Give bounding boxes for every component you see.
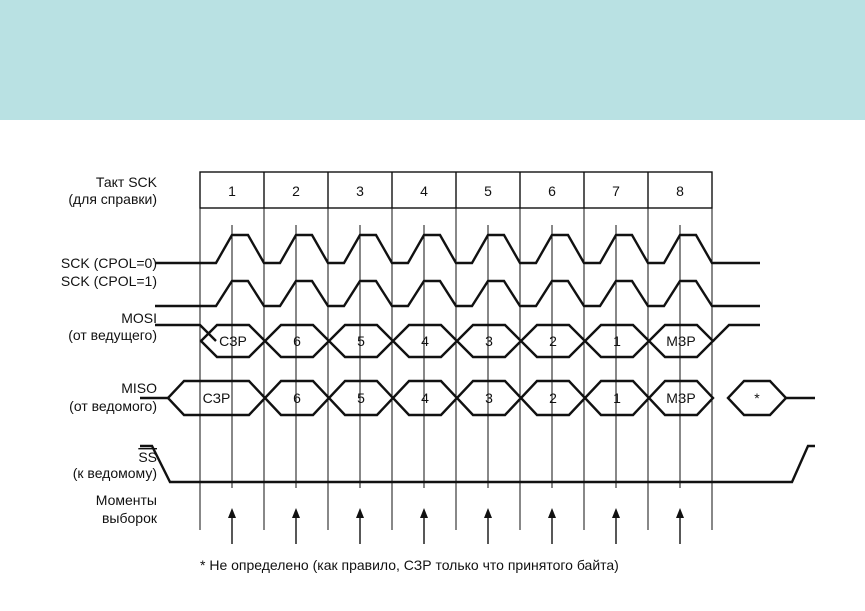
- label-miso-1: MISO: [121, 380, 157, 396]
- miso-waveform: СЗР 6 5 4 3 2 1 МЗР *: [140, 379, 815, 417]
- mosi-idle-start: [155, 323, 217, 342]
- mosi-bit-label: МЗР: [666, 333, 695, 349]
- sample-arrow-head-icon: [548, 508, 556, 518]
- miso-bit-label: 4: [421, 390, 429, 406]
- miso-bit-label: 5: [357, 390, 365, 406]
- row-labels: Такт SCK (для справки) SCK (CPOL=0) SCK …: [61, 174, 158, 526]
- sample-arrow-head-icon: [292, 508, 300, 518]
- label-mosi-1: MOSI: [121, 310, 157, 326]
- label-clock-ref-1: Такт SCK: [96, 174, 158, 190]
- clock-cycle-number: 5: [484, 183, 492, 199]
- clock-cycle-number: 4: [420, 183, 428, 199]
- header-band: [0, 0, 865, 120]
- miso-bit-label: 1: [613, 390, 621, 406]
- label-ss-2: (к ведомому): [73, 465, 157, 481]
- mosi-bit-label: 3: [485, 333, 493, 349]
- clock-cycle-number: 7: [612, 183, 620, 199]
- mosi-bit-label: 6: [293, 333, 301, 349]
- sample-arrow-head-icon: [484, 508, 492, 518]
- ss-waveform: [140, 444, 815, 484]
- clock-cycle-number: 1: [228, 183, 236, 199]
- mosi-idle-end: [712, 323, 760, 342]
- sample-arrow-head-icon: [420, 508, 428, 518]
- sample-arrows: [228, 508, 684, 544]
- miso-bit-label: СЗР: [203, 390, 231, 406]
- clock-reference-boxes: 1 2 3 4 5 6 7 8: [199, 171, 713, 209]
- miso-bit-label: 3: [485, 390, 493, 406]
- clock-cycle-number: 6: [548, 183, 556, 199]
- miso-bit-label: 2: [549, 390, 557, 406]
- mosi-bit-label: 5: [357, 333, 365, 349]
- label-ss: SS: [138, 449, 157, 465]
- miso-bit-label: *: [754, 390, 760, 406]
- mosi-bit-label: 1: [613, 333, 621, 349]
- footnote: * Не определено (как правило, СЗР только…: [200, 557, 619, 573]
- sample-arrow-head-icon: [676, 508, 684, 518]
- mosi-bit-label: 4: [421, 333, 429, 349]
- label-sck-cpol0: SCK (CPOL=0): [61, 255, 157, 271]
- sample-arrow-head-icon: [228, 508, 236, 518]
- mosi-bit-label: СЗР: [219, 333, 247, 349]
- sample-arrow-head-icon: [612, 508, 620, 518]
- miso-bit-label: МЗР: [666, 390, 695, 406]
- label-clock-ref-2: (для справки): [68, 191, 157, 207]
- miso-bit-label: 6: [293, 390, 301, 406]
- label-miso-2: (от ведомого): [69, 398, 157, 414]
- label-mosi-2: (от ведущего): [68, 327, 157, 343]
- clock-cycle-number: 2: [292, 183, 300, 199]
- label-samples-2: выборок: [102, 510, 158, 526]
- mosi-bit-label: 2: [549, 333, 557, 349]
- sample-arrow-head-icon: [356, 508, 364, 518]
- mosi-waveform: СЗР 6 5 4 3 2 1 МЗР: [155, 323, 760, 359]
- sck-cpol0-waveform: [155, 233, 760, 265]
- sck-cpol1-waveform: [155, 279, 760, 308]
- label-sck-cpol1: SCK (CPOL=1): [61, 273, 157, 289]
- clock-cycle-number: 8: [676, 183, 684, 199]
- miso-cell: [647, 379, 715, 417]
- clock-cycle-number: 3: [356, 183, 364, 199]
- label-samples-1: Моменты: [96, 492, 157, 508]
